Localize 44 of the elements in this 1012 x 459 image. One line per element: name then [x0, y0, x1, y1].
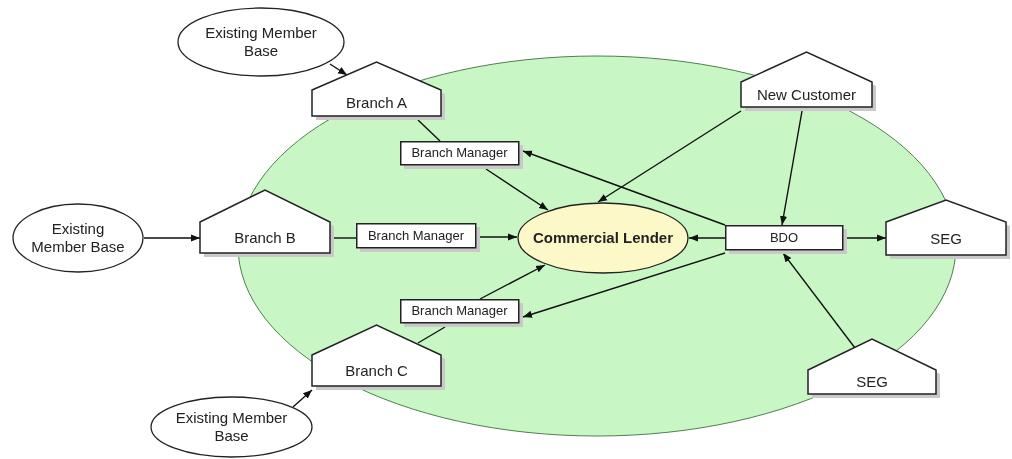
arrow: [329, 63, 348, 76]
house-shape: [886, 200, 1010, 259]
node-label: Branch B: [233, 227, 297, 248]
connector-line: [417, 119, 441, 142]
node-label: Existing Member Base: [204, 23, 318, 61]
node-label: SEG: [929, 228, 963, 249]
node-label: Branch Manager: [410, 302, 509, 321]
node-label: Branch Manager: [366, 226, 466, 245]
node-label: Branch A: [345, 93, 408, 113]
arrow: [597, 110, 742, 203]
arrow: [846, 234, 887, 242]
highlighted-oval: [517, 202, 689, 274]
connector-line: [417, 326, 446, 344]
arrow: [522, 150, 726, 226]
house-shape: [312, 325, 445, 390]
oval-shape: [12, 203, 144, 273]
arrow: [522, 252, 726, 318]
node-label: Branch Manager: [410, 144, 509, 163]
arrow: [782, 252, 856, 349]
house-shape: [200, 190, 334, 257]
house-shape: [808, 339, 940, 398]
node-label: Commercial Lender: [531, 228, 674, 248]
process-box: [356, 223, 480, 252]
node-label: SEG: [855, 372, 889, 392]
process-box: [400, 141, 523, 169]
house-shape: [741, 52, 876, 111]
arrow: [143, 234, 201, 242]
oval-shape: [177, 7, 345, 77]
node-label: Existing Member Base: [30, 219, 126, 257]
oval-shape: [150, 396, 313, 458]
process-box: [400, 299, 523, 327]
arrow: [479, 264, 546, 300]
connector-line: [333, 237, 357, 239]
node-label: BDO: [768, 228, 800, 247]
arrow: [688, 234, 726, 242]
node-label: Existing Member Base: [174, 408, 289, 446]
arrow: [292, 389, 313, 408]
node-label: New Customer: [755, 84, 858, 105]
arrow: [485, 168, 549, 211]
house-shape: [312, 62, 445, 120]
arrow: [479, 233, 518, 241]
process-box: [725, 225, 847, 254]
node-label: Branch C: [344, 360, 409, 381]
arrow: [780, 110, 803, 226]
